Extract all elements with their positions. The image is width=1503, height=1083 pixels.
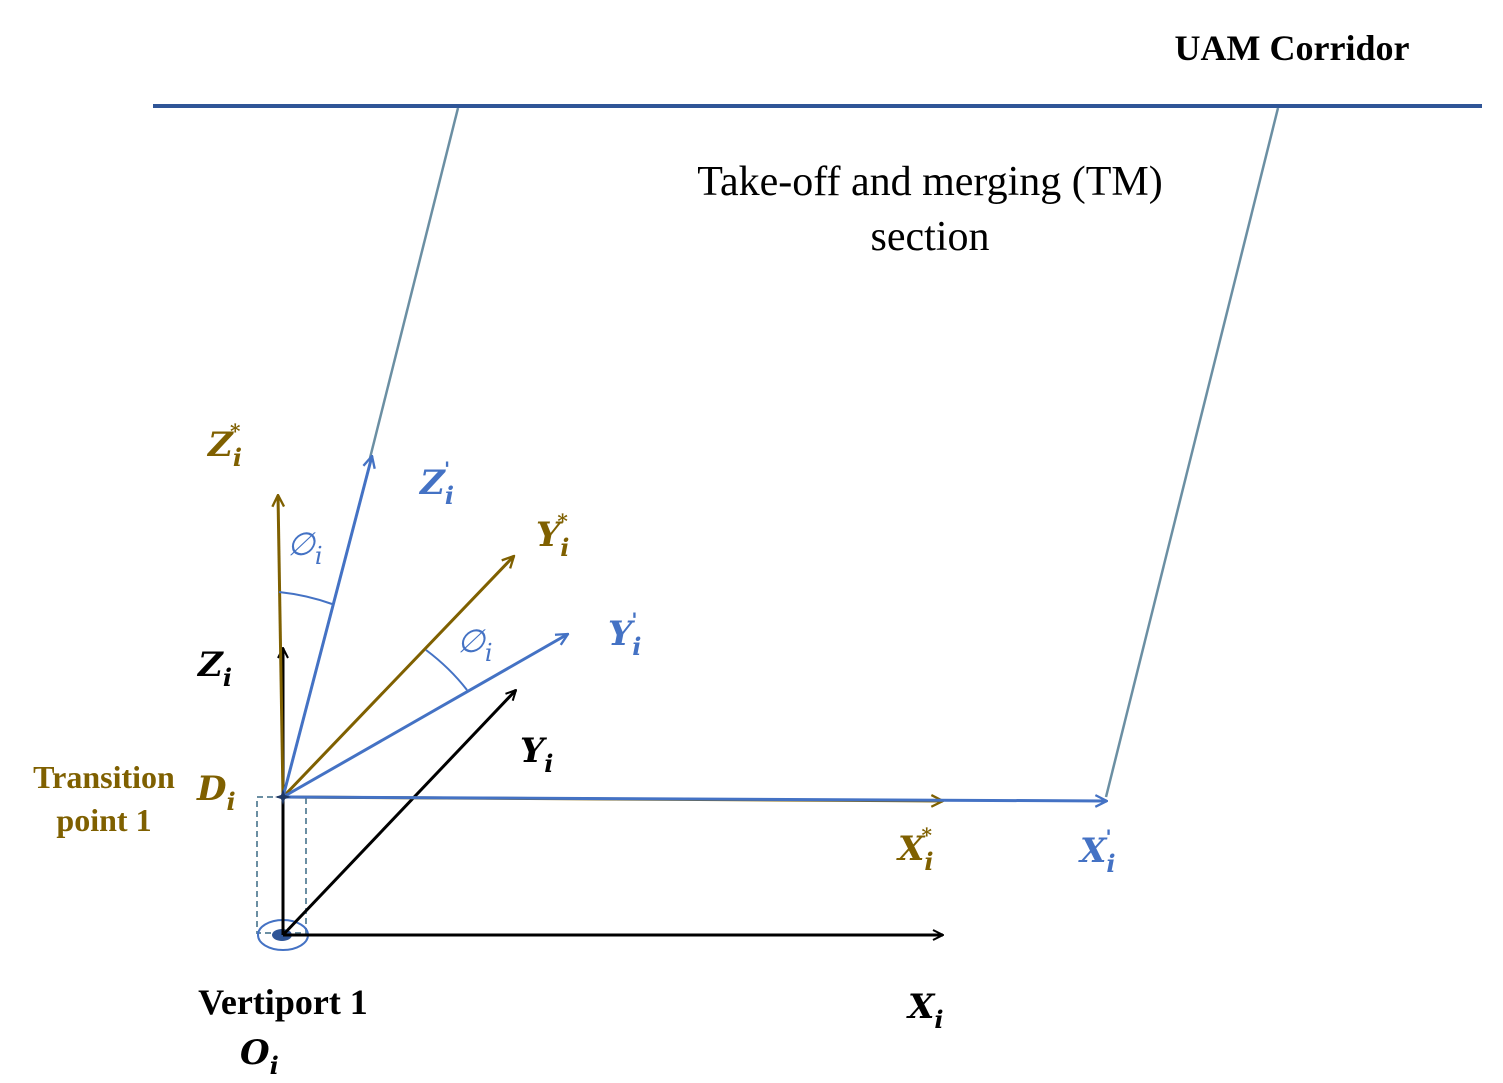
- y-prime-axis-arrow: [282, 632, 568, 799]
- y-star-axis-label: Yi*: [536, 509, 569, 562]
- tm-section-label-line2: section: [871, 214, 990, 260]
- uam-corridor-label: UAM Corridor: [1175, 28, 1410, 68]
- transition-point-symbol: Di: [196, 769, 236, 816]
- x-prime-axis-label: Xi': [1078, 825, 1116, 878]
- z-prime-axis-arrow: [281, 456, 372, 798]
- x-star-axis-label: Xi*: [896, 823, 934, 876]
- y-prime-axis-label: Yi': [608, 608, 641, 661]
- tm-section-left-edge: [368, 107, 460, 459]
- tm-section-label-line1: Take-off and merging (TM): [697, 159, 1163, 205]
- angle-label-z: ∅i: [287, 525, 323, 570]
- z-star-axis-arrow: [278, 495, 283, 798]
- y-star-axis-arrow: [281, 556, 514, 799]
- y-axis-label: Yi: [520, 731, 553, 778]
- transition-point-label-line2: point 1: [56, 802, 151, 838]
- vertiport-label: Vertiport 1: [198, 982, 368, 1022]
- z-prime-axis-label: Zi': [418, 457, 454, 510]
- angle-arc-y: [425, 649, 468, 691]
- x-prime-axis-arrow: [282, 797, 1107, 801]
- z-star-axis-label: Zi*: [206, 419, 242, 472]
- x-axis-label: Xi: [906, 987, 944, 1034]
- tm-section-right-edge: [1104, 107, 1280, 798]
- transition-point-label-line1: Transition: [33, 759, 175, 795]
- angle-arc-z: [278, 591, 333, 605]
- z-axis-label: Zi: [196, 645, 232, 692]
- angle-label-y: ∅i: [457, 622, 493, 667]
- vertiport-origin-label: Oi: [240, 1033, 279, 1080]
- y-axis-arrow: [281, 690, 516, 937]
- transition-point-marker: [275, 789, 291, 805]
